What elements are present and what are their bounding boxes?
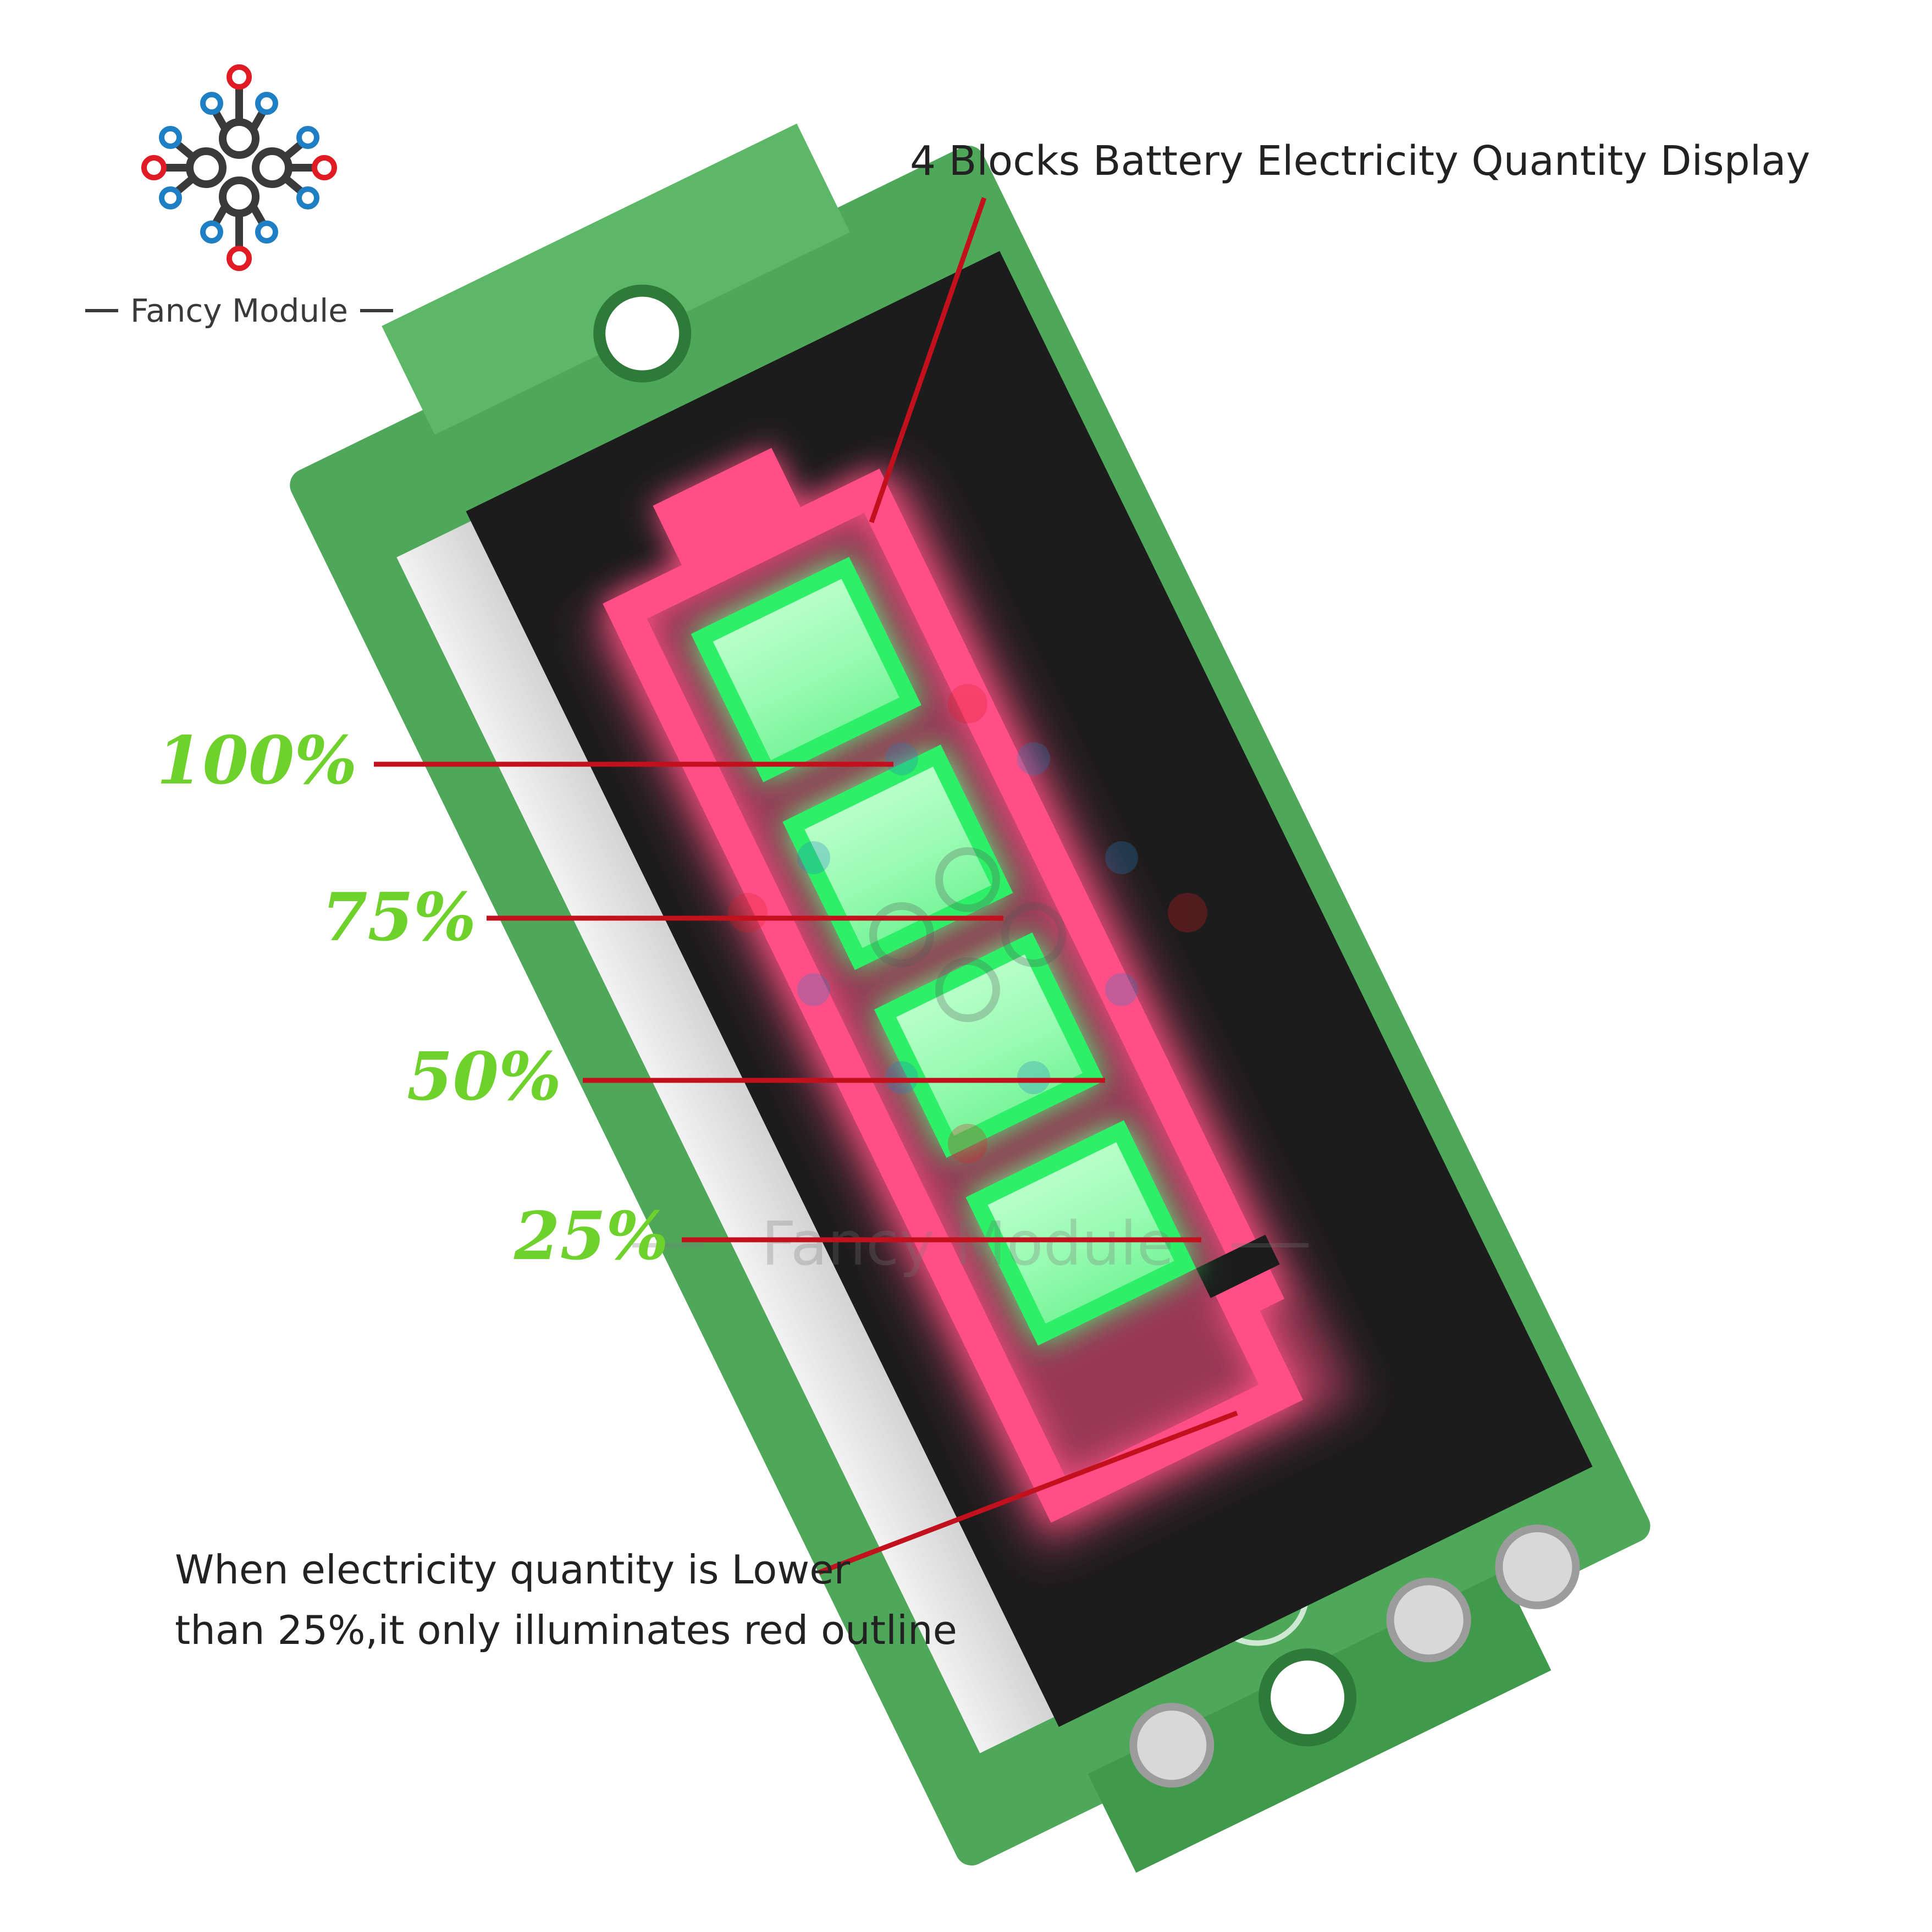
pcb-top-tab (382, 123, 850, 435)
level-label-25: 25% (514, 1197, 669, 1275)
solder-pad (1386, 1577, 1471, 1663)
display-side (396, 516, 1064, 1753)
brand-logo: Fancy Module (85, 64, 393, 329)
brand-name: Fancy Module (130, 292, 348, 329)
solder-pad (1129, 1703, 1215, 1788)
low-callout-line1: When electricity quantity is Lower (175, 1547, 851, 1593)
mount-hole-bottom (1258, 1648, 1357, 1747)
low-callout-line2: than 25%,it only illuminates red outline (175, 1607, 957, 1653)
circuit-logo-icon (141, 64, 337, 271)
battery-outline-gap (1196, 1234, 1280, 1299)
display-title-callout: 4 Blocks Battery Electricity Quantity Di… (910, 137, 1810, 185)
segment-50 (874, 932, 1105, 1158)
segment-100 (691, 556, 921, 782)
level-label-100: 100% (157, 722, 357, 799)
segment-75 (782, 744, 1013, 970)
level-label-50: 50% (407, 1038, 561, 1116)
segment-25 (965, 1120, 1196, 1346)
watermark-logo: Fancy Module (632, 684, 1309, 1279)
watermark-text: Fancy Module (761, 1208, 1174, 1279)
solder-pad (1495, 1524, 1580, 1609)
title-leader-line (869, 197, 987, 523)
mount-hole-top (593, 284, 692, 383)
level-label-75: 75% (322, 879, 476, 956)
low-leader-line (818, 1410, 1238, 1575)
